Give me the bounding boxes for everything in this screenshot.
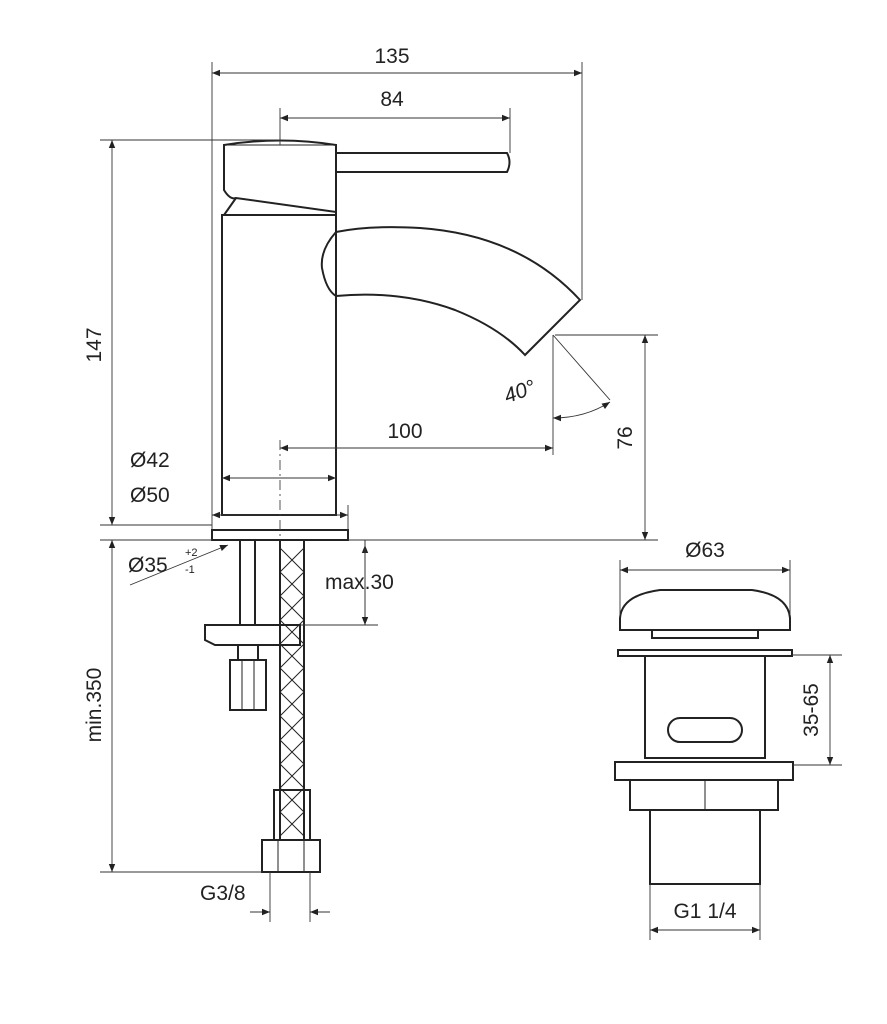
dim-cap-diameter: Ø63 bbox=[685, 539, 725, 562]
mounting-bracket bbox=[204, 624, 301, 646]
handle-body bbox=[223, 139, 337, 214]
lever bbox=[336, 152, 511, 173]
waste-drawing bbox=[614, 589, 794, 885]
dim-hose-length: min.350 bbox=[83, 668, 106, 743]
dim-adjustment-range: 35-65 bbox=[800, 683, 823, 737]
dim-body-diameter: Ø42 bbox=[130, 449, 170, 472]
waste-cap bbox=[619, 589, 791, 631]
faucet-drawing bbox=[204, 139, 582, 873]
waste-flange bbox=[617, 649, 793, 657]
dim-hole-tol-plus: +2 bbox=[185, 547, 198, 559]
dim-spout-reach: 100 bbox=[387, 420, 422, 443]
dim-overall-width: 135 bbox=[374, 45, 409, 68]
dim-lever-length: 84 bbox=[380, 88, 404, 111]
dim-max-deck-thickness: max.30 bbox=[325, 571, 394, 594]
waste-body bbox=[644, 655, 766, 759]
waste-dimensions: Ø63 35-65 G1 1/4 bbox=[619, 539, 842, 940]
collar bbox=[222, 197, 337, 216]
faucet-body bbox=[221, 214, 337, 516]
spout bbox=[320, 226, 582, 357]
dim-overall-height: 147 bbox=[83, 327, 106, 362]
dim-spout-height: 76 bbox=[614, 426, 637, 449]
overflow-slot bbox=[667, 717, 743, 743]
dim-hole-tol-minus: -1 bbox=[185, 564, 195, 576]
waste-thread bbox=[649, 809, 761, 885]
waste-nut-washer bbox=[614, 761, 794, 781]
waste-nut bbox=[629, 779, 779, 811]
faucet-dimensions: 135 84 147 40° 100 76 Ø42 Ø50 Ø35 +2 -1 … bbox=[83, 45, 658, 922]
dim-hole-diameter: Ø35 bbox=[128, 554, 168, 577]
dim-hose-thread: G3/8 bbox=[200, 882, 246, 905]
dim-waste-thread: G1 1/4 bbox=[673, 900, 736, 923]
threaded-rod bbox=[239, 539, 256, 626]
mounting-nut bbox=[229, 659, 267, 711]
flexible-hose bbox=[279, 539, 305, 841]
dim-base-diameter: Ø50 bbox=[130, 484, 170, 507]
dim-spout-angle: 40° bbox=[501, 376, 539, 408]
hose-fitting bbox=[261, 839, 321, 873]
